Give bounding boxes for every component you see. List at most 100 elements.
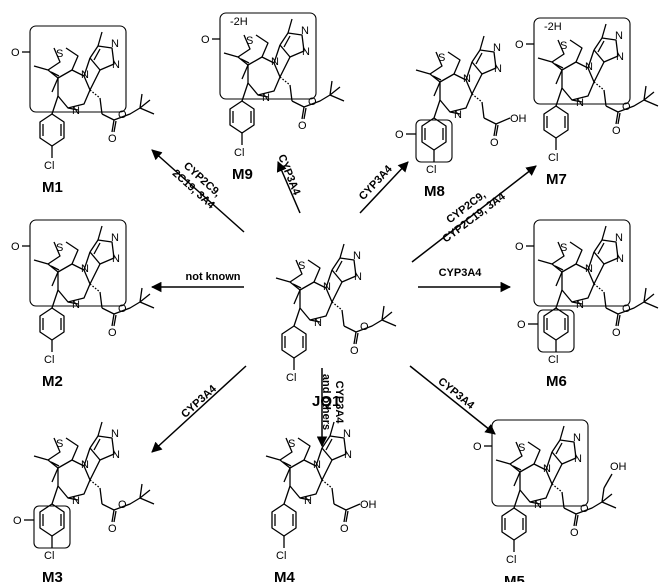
sulfur-atom: S bbox=[56, 48, 63, 60]
nitrogen-atom: N bbox=[573, 432, 581, 444]
nitrogen-atom: N bbox=[585, 61, 593, 73]
nitrogen-atom: N bbox=[111, 38, 119, 50]
side-chain bbox=[605, 85, 659, 125]
reaction-arrow bbox=[151, 149, 245, 233]
oxygen-marker: O bbox=[395, 129, 404, 141]
chlorine-atom: Cl bbox=[44, 550, 54, 562]
hydroxymethyl-bond bbox=[603, 473, 613, 489]
modified-core-box bbox=[29, 25, 127, 113]
chlorine-atom: Cl bbox=[506, 554, 516, 566]
nitrogen-atom: N bbox=[111, 428, 119, 440]
oxygen-atom: O bbox=[340, 523, 349, 535]
enzyme-label-group: CYP2C9,2C19, 3A4 bbox=[170, 160, 223, 212]
modified-phenyl-box bbox=[537, 309, 575, 353]
structure-core bbox=[33, 225, 115, 353]
side-chain bbox=[101, 93, 155, 133]
modified-core-box bbox=[533, 219, 631, 307]
compound-label-m4: M4 bbox=[274, 569, 295, 582]
compound-label-m5: M5 bbox=[504, 573, 525, 582]
nitrogen-atom: N bbox=[81, 263, 89, 275]
nitrogen-atom: N bbox=[72, 299, 80, 311]
nitrogen-atom: N bbox=[111, 232, 119, 244]
compound-label-m2: M2 bbox=[42, 373, 63, 390]
reaction-arrow bbox=[151, 365, 247, 453]
oxygen-marker: O bbox=[201, 34, 210, 46]
oxygen-marker: O bbox=[11, 47, 20, 59]
arrow-to-M3: CYP3A4 bbox=[151, 365, 247, 453]
oxygen-atom: O bbox=[580, 503, 589, 515]
sulfur-atom: S bbox=[288, 438, 295, 450]
nitrogen-atom: N bbox=[615, 232, 623, 244]
nitrogen-atom: N bbox=[574, 453, 582, 465]
enzyme-label: not known bbox=[186, 271, 241, 283]
nitrogen-atom: N bbox=[576, 97, 584, 109]
chlorine-atom: Cl bbox=[548, 354, 558, 366]
side-chain bbox=[333, 503, 361, 523]
modified-core-box bbox=[219, 12, 317, 100]
oxygen-atom: O bbox=[298, 120, 307, 132]
side-chain bbox=[563, 487, 617, 527]
oxygen-atom: O bbox=[490, 137, 499, 149]
nitrogen-atom: N bbox=[304, 495, 312, 507]
enzyme-label: CYP3A4 bbox=[439, 267, 483, 279]
nitrogen-atom: N bbox=[301, 25, 309, 37]
sulfur-atom: S bbox=[438, 52, 445, 64]
oxygen-atom: O bbox=[570, 527, 579, 539]
nitrogen-atom: N bbox=[463, 73, 471, 85]
hydroxyl-group: OH bbox=[360, 499, 377, 511]
nitrogen-atom: N bbox=[344, 449, 352, 461]
compound-label-m3: M3 bbox=[42, 569, 63, 582]
modified-core-box bbox=[533, 17, 631, 105]
structure-core bbox=[537, 23, 619, 151]
enzyme-label-group: CYP3A4 bbox=[439, 267, 483, 279]
oxygen-atom: O bbox=[360, 321, 369, 333]
nitrogen-atom: N bbox=[314, 317, 322, 329]
compound-label-m8: M8 bbox=[424, 183, 445, 200]
reaction-arrow bbox=[359, 161, 409, 214]
nitrogen-atom: N bbox=[585, 263, 593, 275]
compound-label-m7: M7 bbox=[546, 171, 567, 188]
arrow-to-M9: CYP3A4 bbox=[275, 153, 303, 214]
chlorine-atom: Cl bbox=[276, 550, 286, 562]
nitrogen-atom: N bbox=[454, 109, 462, 121]
nitrogen-atom: N bbox=[72, 105, 80, 117]
hydroxyl-group: OH bbox=[510, 113, 527, 125]
nitrogen-atom: N bbox=[302, 46, 310, 58]
oxygen-atom: O bbox=[622, 101, 631, 113]
nitrogen-atom: N bbox=[81, 69, 89, 81]
enzyme-label-group: not known bbox=[186, 271, 241, 283]
nitrogen-atom: N bbox=[262, 92, 270, 104]
nitrogen-atom: N bbox=[493, 42, 501, 54]
sulfur-atom: S bbox=[518, 442, 525, 454]
nitrogen-atom: N bbox=[343, 428, 351, 440]
enzyme-label-group: CYP3A4 bbox=[435, 376, 476, 413]
nitrogen-atom: N bbox=[313, 459, 321, 471]
enzyme-label: CYP3A4 bbox=[275, 153, 302, 198]
structure-core bbox=[537, 225, 619, 353]
chlorine-atom: Cl bbox=[426, 164, 436, 176]
enzyme-label: CYP3A4 bbox=[333, 381, 345, 425]
compound-label-jq1: JQ1 bbox=[312, 393, 340, 410]
oxygen-atom: O bbox=[350, 345, 359, 357]
modified-phenyl-box bbox=[415, 119, 453, 163]
oxygen-atom: O bbox=[118, 499, 127, 511]
nitrogen-atom: N bbox=[271, 56, 279, 68]
modified-core-box bbox=[29, 219, 127, 307]
oxygen-marker: O bbox=[13, 515, 22, 527]
reaction-arrow bbox=[276, 161, 301, 214]
oxygen-atom: O bbox=[612, 327, 621, 339]
structure-core bbox=[275, 243, 357, 371]
oxygen-atom: O bbox=[118, 303, 127, 315]
arrow-to-M8: CYP3A4 bbox=[357, 161, 409, 214]
arrow-to-M5: CYP3A4 bbox=[409, 365, 496, 435]
oxygen-atom: O bbox=[118, 109, 127, 121]
enzyme-label: CYP3A4 bbox=[179, 382, 219, 420]
oxygen-atom: O bbox=[612, 125, 621, 137]
